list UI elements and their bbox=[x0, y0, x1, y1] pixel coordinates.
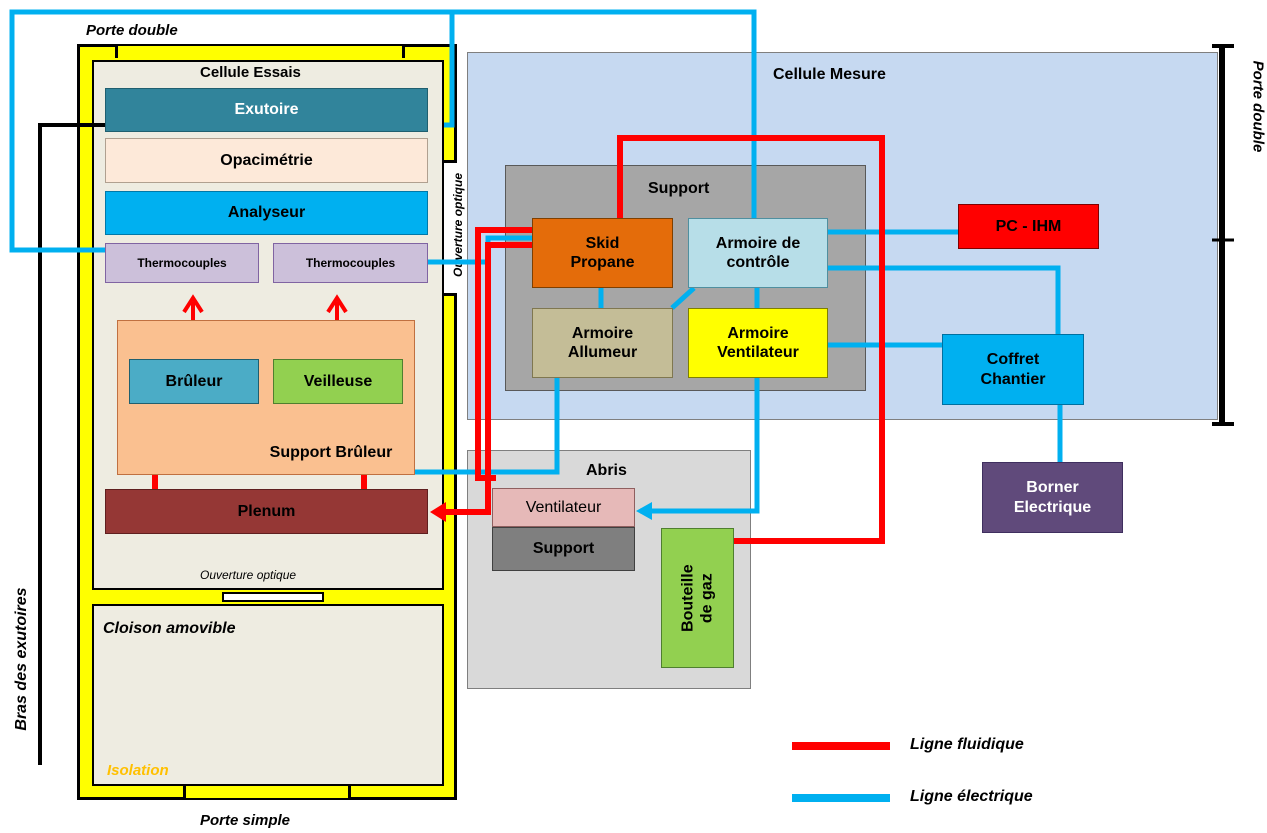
isolation-label: Isolation bbox=[107, 762, 169, 779]
armoire-controle-line2: contrôle bbox=[726, 254, 790, 271]
exutoire-box: Exutoire bbox=[105, 88, 428, 132]
bras-exutoires-label: Bras des exutoires bbox=[13, 587, 30, 731]
bouteille-gaz-box: Bouteille de gaz bbox=[661, 528, 734, 668]
skid-propane-line2: Propane bbox=[570, 254, 635, 271]
pc-ihm-box: PC - IHM bbox=[958, 204, 1099, 249]
skid-propane-box: Skid Propane bbox=[532, 218, 673, 288]
analyseur-box: Analyseur bbox=[105, 191, 428, 235]
legend-fluid-label: Ligne fluidique bbox=[910, 736, 1024, 753]
thermocouples-box-2: Thermocouples bbox=[273, 243, 428, 283]
porte-double-top-label: Porte double bbox=[86, 22, 178, 39]
plenum-box: Plenum bbox=[105, 489, 428, 534]
cloison-interior bbox=[92, 604, 444, 786]
bruleur-box: Brûleur bbox=[129, 359, 259, 404]
coffret-chantier-line1: Coffret bbox=[986, 351, 1040, 369]
ouverture-optique-bottom-label: Ouverture optique bbox=[200, 568, 297, 582]
porte-double-top-gap bbox=[115, 46, 405, 58]
cloison-amovible-label: Cloison amovible bbox=[103, 620, 236, 637]
veilleuse-box: Veilleuse bbox=[273, 359, 403, 404]
coffret-chantier-box: Coffret Chantier bbox=[942, 334, 1084, 405]
cellule-mesure-title: Cellule Mesure bbox=[773, 66, 886, 83]
bouteille-gaz-line1: Bouteille bbox=[679, 564, 697, 632]
coffret-chantier-line2: Chantier bbox=[980, 370, 1046, 388]
abris-title: Abris bbox=[586, 462, 627, 479]
ventilateur-box: Ventilateur bbox=[492, 488, 635, 527]
bouteille-gaz-line2: de gaz bbox=[698, 573, 716, 623]
armoire-controle-line1: Armoire de bbox=[715, 234, 801, 252]
ouverture-optique-vertical-label: Ouverture optique bbox=[451, 173, 465, 278]
support-bruleur-label: Support Brûleur bbox=[269, 443, 393, 461]
armoire-ventilateur-line1: Armoire bbox=[727, 324, 789, 342]
armoire-ventilateur-line2: Ventilateur bbox=[717, 344, 799, 361]
porte-simple-label: Porte simple bbox=[200, 812, 291, 829]
armoire-ventilateur-box: Armoire Ventilateur bbox=[688, 308, 828, 378]
thermocouples-box-1: Thermocouples bbox=[105, 243, 259, 283]
porte-double-right-label: Porte double bbox=[1249, 60, 1267, 153]
armoire-allumeur-line2: Allumeur bbox=[567, 344, 638, 361]
armoire-allumeur-line1: Armoire bbox=[571, 324, 634, 342]
bouteille-gaz-text: Bouteille de gaz bbox=[678, 564, 716, 632]
borner-line1: Borner bbox=[1026, 479, 1079, 497]
skid-propane-line1: Skid bbox=[585, 234, 620, 252]
armoire-allumeur-box: Armoire Allumeur bbox=[532, 308, 673, 378]
borner-line2: Electrique bbox=[1013, 498, 1092, 516]
armoire-controle-box: Armoire de contrôle bbox=[688, 218, 828, 288]
borner-electrique-box: Borner Electrique bbox=[982, 462, 1123, 533]
porte-simple-gap bbox=[183, 786, 351, 798]
opacimetrie-box: Opacimétrie bbox=[105, 138, 428, 183]
legend-electric-label: Ligne électrique bbox=[910, 788, 1033, 805]
abris-support-box: Support bbox=[492, 527, 635, 571]
support-title: Support bbox=[648, 180, 710, 197]
ouverture-optique-bottom-gap bbox=[222, 592, 324, 602]
cellule-essais-title: Cellule Essais bbox=[200, 64, 301, 81]
